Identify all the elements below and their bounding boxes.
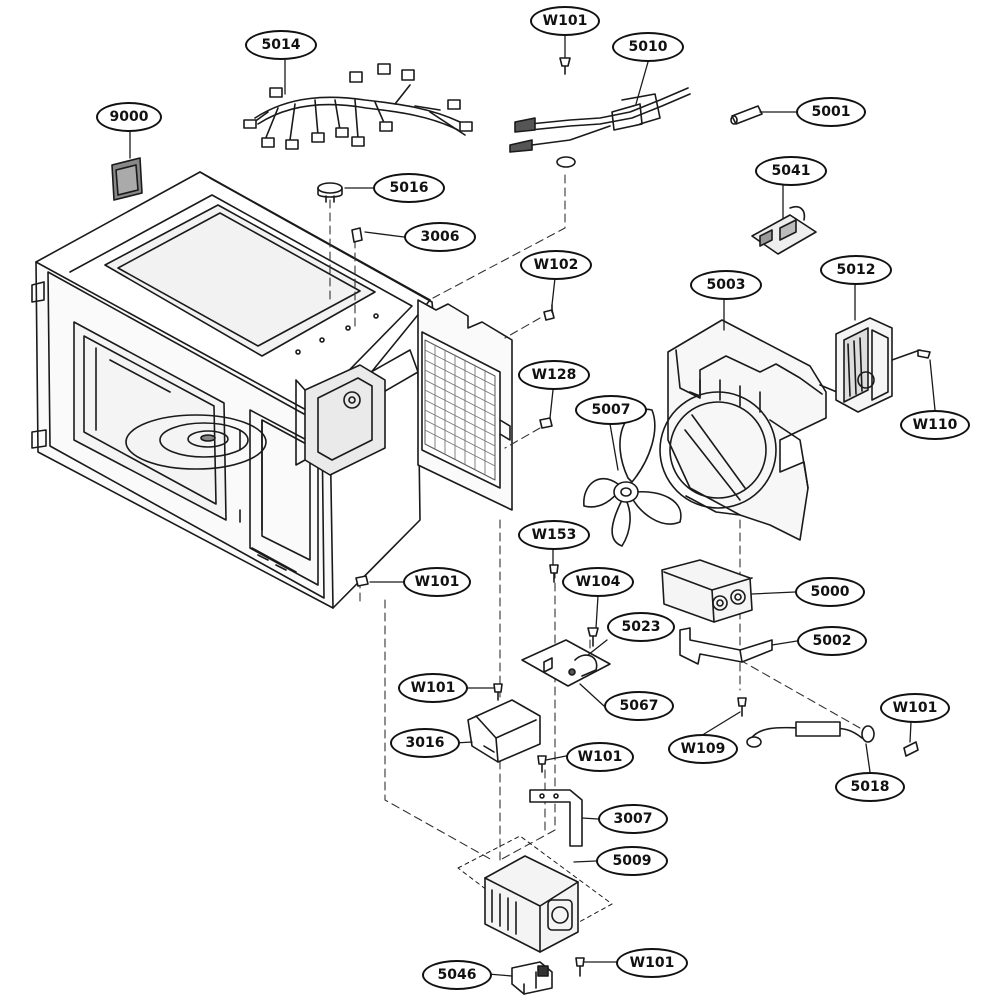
screw-w101-low [537,755,547,773]
label-5010: 5010 [612,32,684,62]
label-w128: W128 [518,360,590,390]
part-5009-magnetron [457,835,613,953]
part-5000-capacitor [661,559,753,623]
label-5009: 5009 [596,846,668,876]
part-5014-harness [243,63,473,150]
part-5001-pin [730,105,763,125]
part-5010-cord [509,87,691,168]
screw-w101-right [903,741,919,757]
label-w101-mid: W101 [398,673,468,703]
label-w101-top: W101 [530,6,600,36]
label-5001: 5001 [796,97,866,127]
label-w101-bottom: W101 [616,948,688,978]
label-w101-right: W101 [880,693,950,723]
part-5018-fuse [746,721,875,748]
part-3007-bracket [529,789,583,847]
part-5012-transformer [835,317,931,413]
label-9000: 9000 [96,102,162,132]
label-w153: W153 [518,520,590,550]
part-5003-fan-housing [659,319,857,541]
label-w102: W102 [520,250,592,280]
part-5041-board [751,205,817,255]
label-w109: W109 [668,734,738,764]
label-5018: 5018 [835,772,905,802]
screw-w128 [539,417,553,429]
label-5067: 5067 [604,691,674,721]
part-5016-thermostat [317,182,343,203]
label-3006: 3006 [404,222,476,252]
label-5003: 5003 [690,270,762,300]
oven-cabinet [31,171,434,609]
leader-lines [129,35,936,977]
rear-panel [417,299,513,511]
label-5000: 5000 [795,577,865,607]
screw-w104 [587,627,599,647]
screw-w101-bottom [575,957,585,977]
screw-w153 [549,564,559,583]
label-5046: 5046 [422,960,492,990]
screw-w101-top [559,57,571,75]
label-5012: 5012 [820,255,892,285]
part-5002-bracket [679,627,773,665]
label-5023: 5023 [607,612,675,642]
label-w104: W104 [562,567,634,597]
label-5007: 5007 [575,395,647,425]
label-3007: 3007 [598,804,668,834]
part-5007-fan-blade [583,408,682,547]
part-5046-connector [511,961,553,995]
screw-w102 [543,304,555,321]
part-9000-pad [111,157,143,201]
screw-w109 [737,697,747,717]
label-w101-cabinet: W101 [403,567,471,597]
part-5023-switch-plate [521,639,611,687]
label-3016: 3016 [390,728,460,758]
label-w110: W110 [900,410,970,440]
part-3006-clip [351,227,363,243]
label-w101-low: W101 [566,742,634,772]
label-5014: 5014 [245,30,317,60]
part-3016-bracket [467,699,541,763]
label-5002: 5002 [797,626,867,656]
screw-w101-mid [493,683,503,701]
label-5041: 5041 [755,156,827,186]
label-5016: 5016 [373,173,445,203]
screw-w101-cabinet [355,575,369,587]
